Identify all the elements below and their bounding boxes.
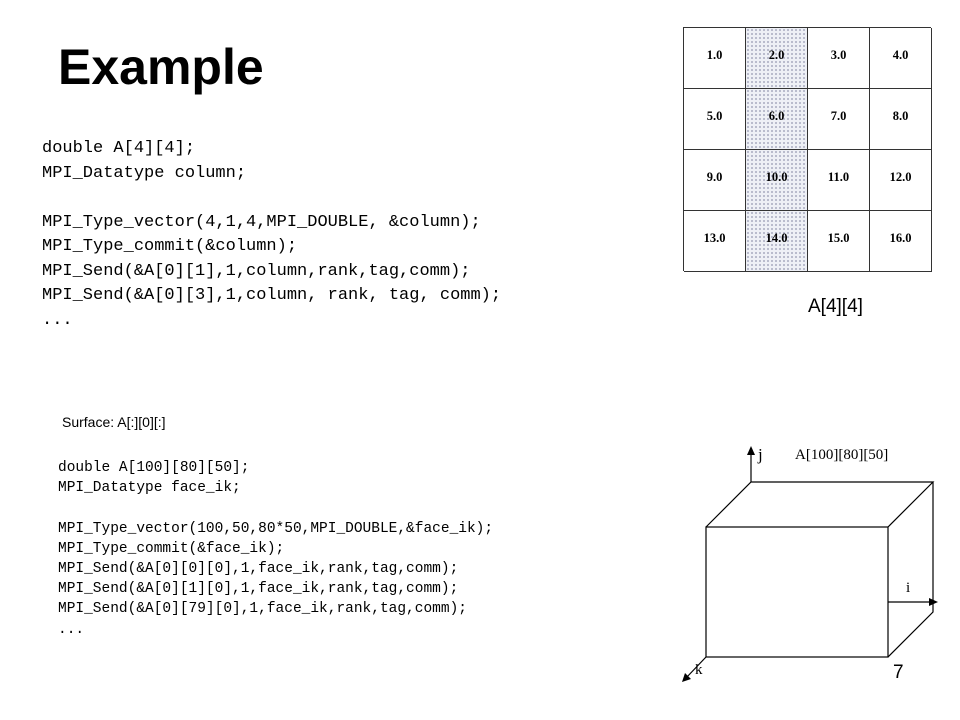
cube-front-face [705,526,889,658]
code-block-column-example: double A[4][4]; MPI_Datatype column; MPI… [42,139,502,330]
cube-diagram: j A[100][80][50] i k [670,440,960,690]
slide-title: Example [58,39,264,95]
matrix-cell: 3.0 [808,28,870,89]
matrix-cell: 11.0 [808,150,870,211]
matrix-cell: 12.0 [870,150,932,211]
matrix-cell: 7.0 [808,89,870,150]
page-number: 7 [893,662,904,683]
matrix-label: A[4][4] [808,296,863,317]
cube-array-label: A[100][80][50] [795,447,889,463]
matrix-cell: 10.0 [746,150,808,211]
matrix-cell: 6.0 [746,89,808,150]
cube-drawing [682,446,938,682]
code-block-surface-example: double A[100][80][50]; MPI_Datatype face… [58,460,494,638]
matrix-cell: 2.0 [746,28,808,89]
j-axis-arrowhead [747,446,755,455]
i-axis-arrowhead [929,598,938,606]
matrix-cell: 5.0 [684,89,746,150]
k-axis-line [685,656,707,679]
cube-top-face [705,481,935,528]
matrix-cell: 15.0 [808,211,870,272]
j-axis-label: j [758,445,763,464]
i-axis-label: i [906,580,911,596]
matrix-cell: 14.0 [746,211,808,272]
k-axis-arrowhead [682,673,691,682]
surface-label: Surface: A[:][0][:] [62,414,166,430]
matrix-cell: 9.0 [684,150,746,211]
matrix-cell: 13.0 [684,211,746,272]
cube-right-face [887,482,934,658]
matrix-cell: 1.0 [684,28,746,89]
matrix-cell: 16.0 [870,211,932,272]
matrix-cell: 4.0 [870,28,932,89]
k-axis-label: k [695,662,703,678]
matrix-cell: 8.0 [870,89,932,150]
